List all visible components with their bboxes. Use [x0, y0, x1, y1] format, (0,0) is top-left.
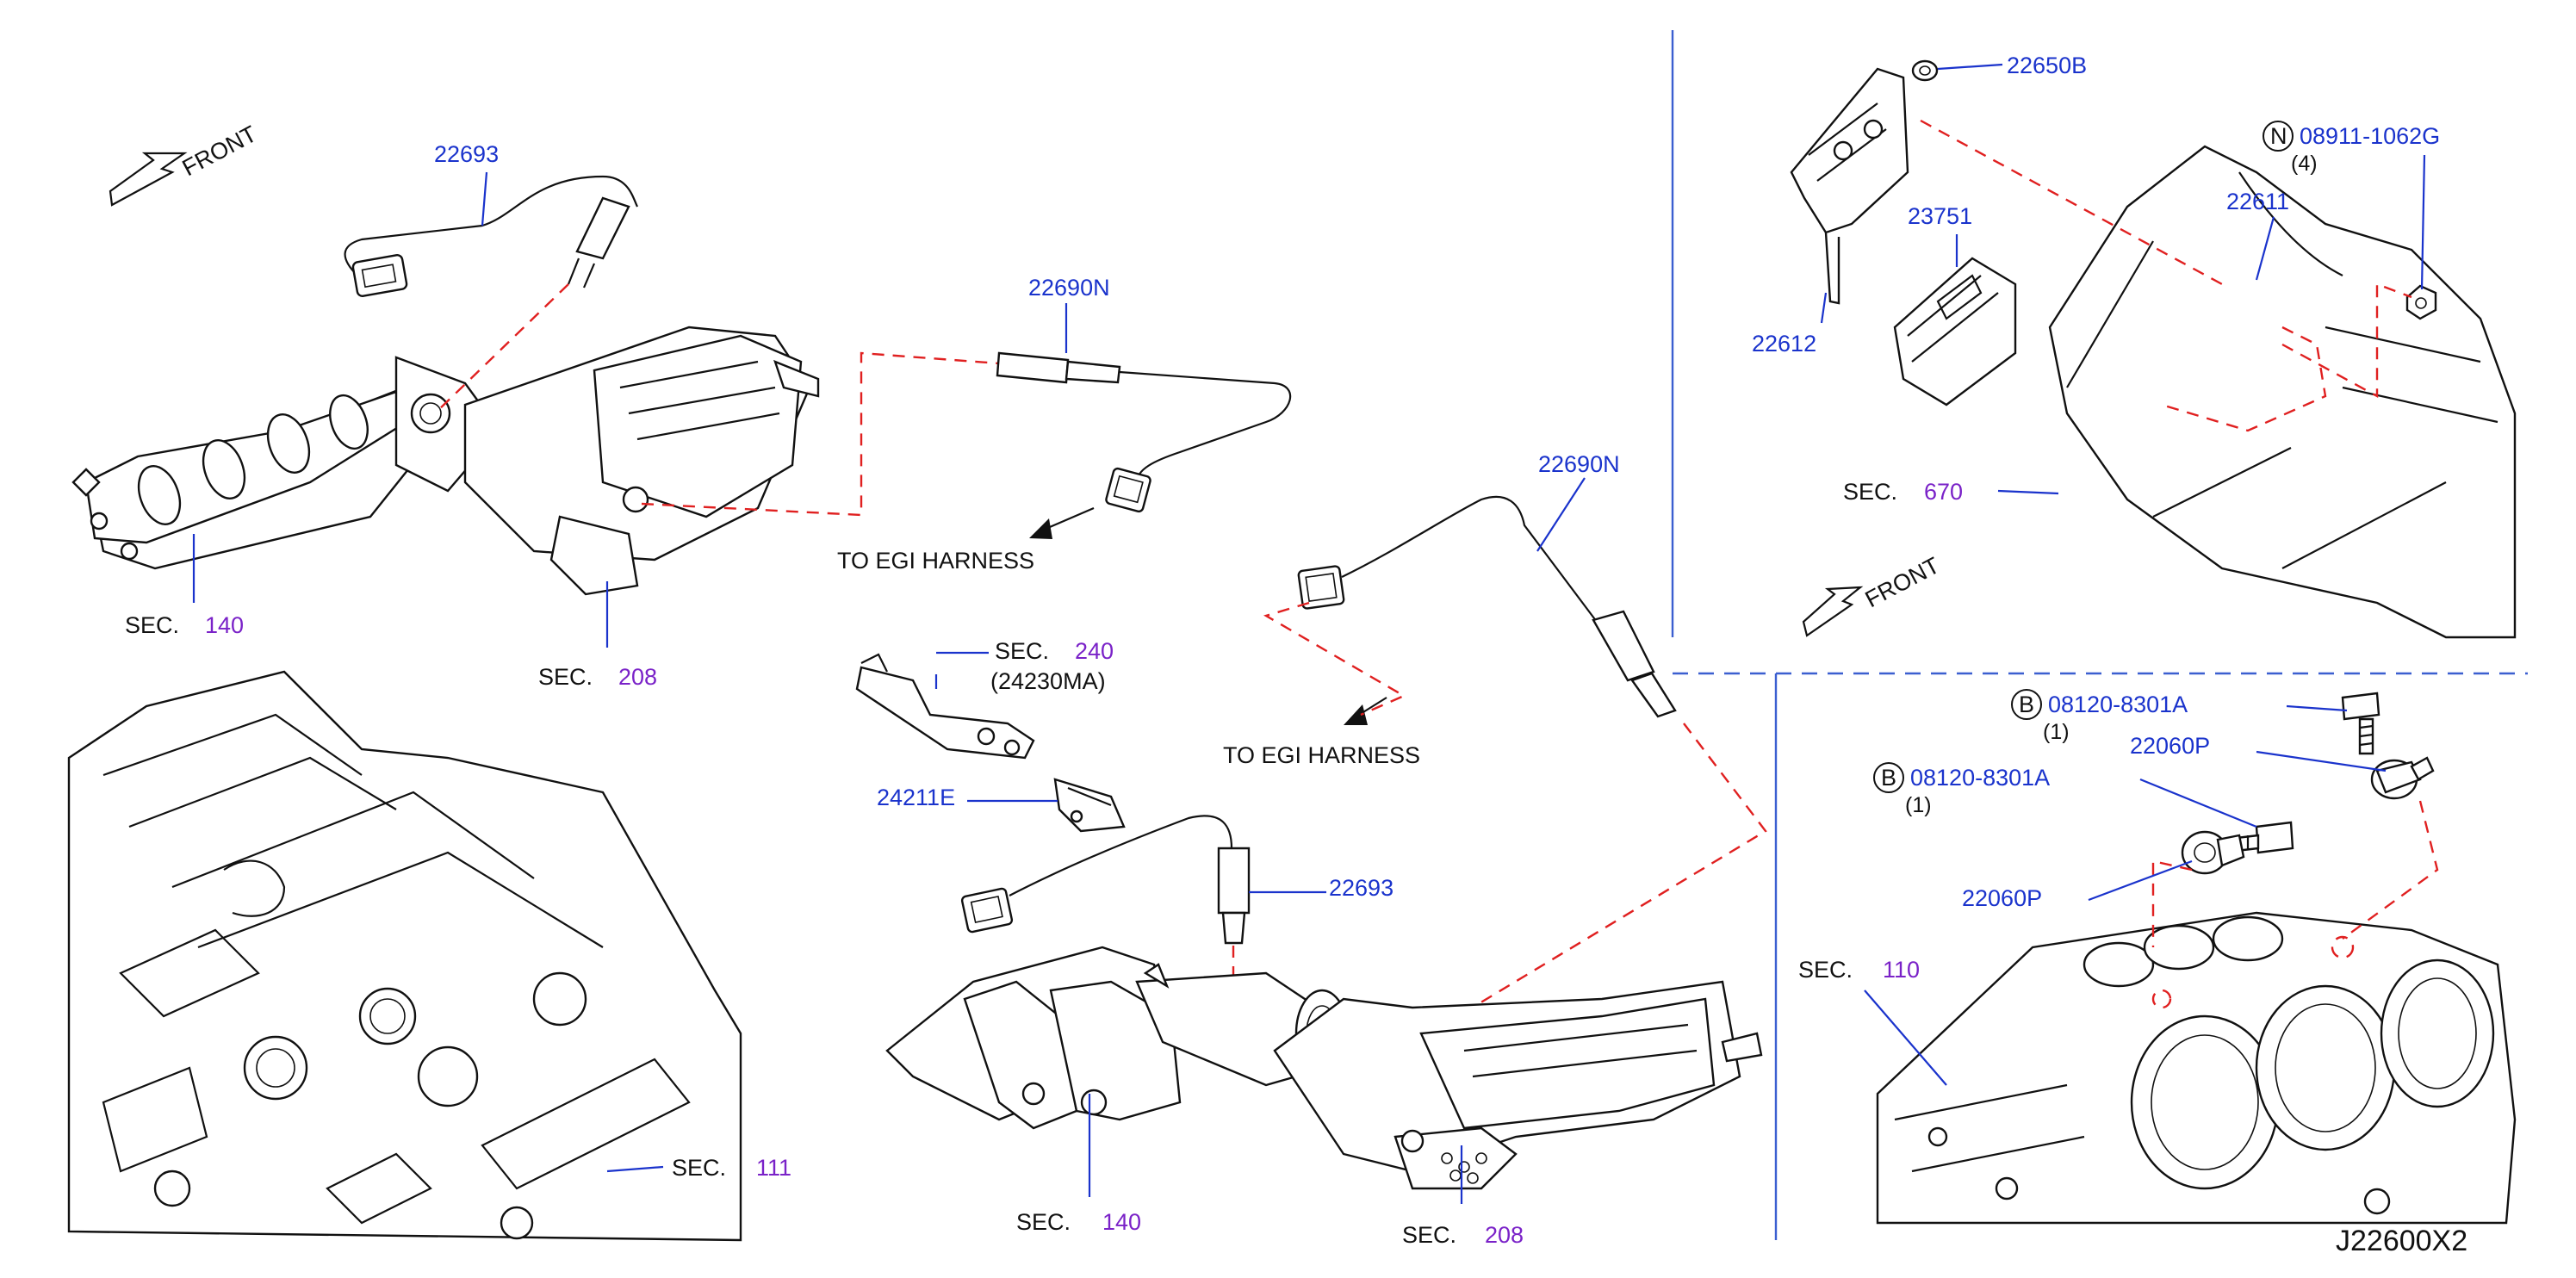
diagram-code: J22600X2 [2336, 1225, 2467, 1257]
sec-label-140-bottom: SEC. [1016, 1209, 1071, 1235]
ref-22060P-b[interactable]: 22060P [1962, 885, 2042, 911]
b-circle-letter-2: B [1881, 765, 1896, 791]
b-circle-icon-2 [1873, 762, 1904, 793]
knock-sensor-22060P-b[interactable] [2181, 830, 2245, 875]
panel-dividers [1671, 30, 2528, 1240]
clip-22650B[interactable] [1911, 59, 1939, 82]
sec-num-140-bottom[interactable]: 140 [1102, 1209, 1141, 1235]
sec-label-140-top: SEC. [125, 612, 179, 638]
harness-arrow-top [1029, 506, 1095, 539]
labels: 22693 22690N TO EGI HARNESS SEC. 140 SEC… [125, 53, 2467, 1257]
qty-08120-a: (1) [2043, 720, 2070, 744]
bracket-24230MA [855, 653, 1035, 760]
ref-08911-1062G[interactable]: 08911-1062G [2300, 123, 2440, 149]
ref-22612[interactable]: 22612 [1752, 331, 1816, 357]
guide-lines-bottom-right [2151, 800, 2439, 1009]
catalytic-converter-top [463, 326, 820, 596]
harness-arrow-mid [1344, 697, 1387, 725]
sec-num-140-top[interactable]: 140 [205, 612, 244, 638]
vehicle-body-panel [2048, 145, 2517, 639]
sec-num-208-bottom[interactable]: 208 [1485, 1222, 1524, 1248]
sec-label-110: SEC. [1798, 957, 1853, 983]
ecm-bracket-22612[interactable] [1790, 67, 1909, 305]
guide-lines-middle [1232, 601, 1767, 1142]
ref-08120-8301A-b[interactable]: 08120-8301A [1910, 765, 2050, 791]
sec-label-670: SEC. [1843, 479, 1897, 505]
guide-lines-top-right [1920, 119, 2412, 432]
sec-num-208-top[interactable]: 208 [618, 664, 657, 690]
qty-08911: (4) [2291, 152, 2318, 176]
harness-label-top: TO EGI HARNESS [837, 548, 1034, 574]
bolt-08120-a[interactable] [2341, 692, 2380, 755]
oxygen-sensor-22693-top[interactable] [344, 175, 638, 297]
ref-08120-8301A-a[interactable]: 08120-8301A [2048, 692, 2188, 717]
ref-22693-mid[interactable]: 22693 [1329, 875, 1394, 901]
sec-num-240[interactable]: 240 [1075, 638, 1114, 664]
b-circle-icon-1 [2011, 689, 2042, 720]
oxygen-sensor-22690N-top[interactable] [996, 351, 1292, 513]
catalytic-converter-bottom [1273, 980, 1763, 1190]
leader-lines [192, 63, 2426, 1204]
clip-24211E[interactable] [1053, 778, 1126, 833]
oxygen-sensor-22690N-mid[interactable] [1297, 495, 1677, 718]
engine-assembly-left [67, 670, 742, 1242]
sec-240-note: (24230MA) [990, 668, 1106, 694]
qty-08120-b: (1) [1905, 793, 1932, 817]
ref-22693-top[interactable]: 22693 [434, 141, 499, 167]
sec-num-110[interactable]: 110 [1883, 957, 1920, 983]
sec-label-240: SEC. [995, 638, 1049, 664]
front-label-right: FRONT [1861, 552, 1944, 612]
ref-23751[interactable]: 23751 [1908, 203, 1972, 229]
n-circle-icon [2263, 121, 2294, 152]
ref-22060P-a[interactable]: 22060P [2130, 733, 2210, 759]
front-arrow-left: FRONT [109, 121, 261, 207]
n-circle-letter: N [2270, 123, 2287, 149]
ref-22611[interactable]: 22611 [2226, 189, 2289, 214]
sec-num-670[interactable]: 670 [1924, 479, 1963, 505]
cylinder-block [1876, 911, 2517, 1225]
ref-22690N-top[interactable]: 22690N [1028, 275, 1110, 301]
harness-label-mid: TO EGI HARNESS [1223, 742, 1420, 768]
sec-label-111: SEC. [672, 1155, 726, 1181]
exhaust-manifold-top [71, 356, 501, 570]
sec-num-111[interactable]: 111 [756, 1155, 791, 1181]
sec-label-208-top: SEC. [538, 664, 593, 690]
front-arrow-right: FRONT [1802, 552, 1944, 637]
guide-lines-top-left [434, 283, 1000, 517]
ref-22690N-mid[interactable]: 22690N [1538, 451, 1620, 477]
oxygen-sensor-22693-mid[interactable] [960, 815, 1251, 945]
sec-label-208-bottom: SEC. [1402, 1222, 1456, 1248]
b-circle-letter-1: B [2019, 692, 2034, 717]
ecm-cover-23751[interactable] [1893, 257, 2017, 406]
nut-08911[interactable] [2405, 284, 2437, 320]
front-label-left: FRONT [178, 121, 261, 181]
knock-sensor-22060P-a[interactable] [2370, 756, 2435, 800]
ref-24211E[interactable]: 24211E [877, 785, 955, 810]
exhaust-manifold-bottom [885, 946, 1350, 1130]
ref-22650B[interactable]: 22650B [2007, 53, 2087, 78]
